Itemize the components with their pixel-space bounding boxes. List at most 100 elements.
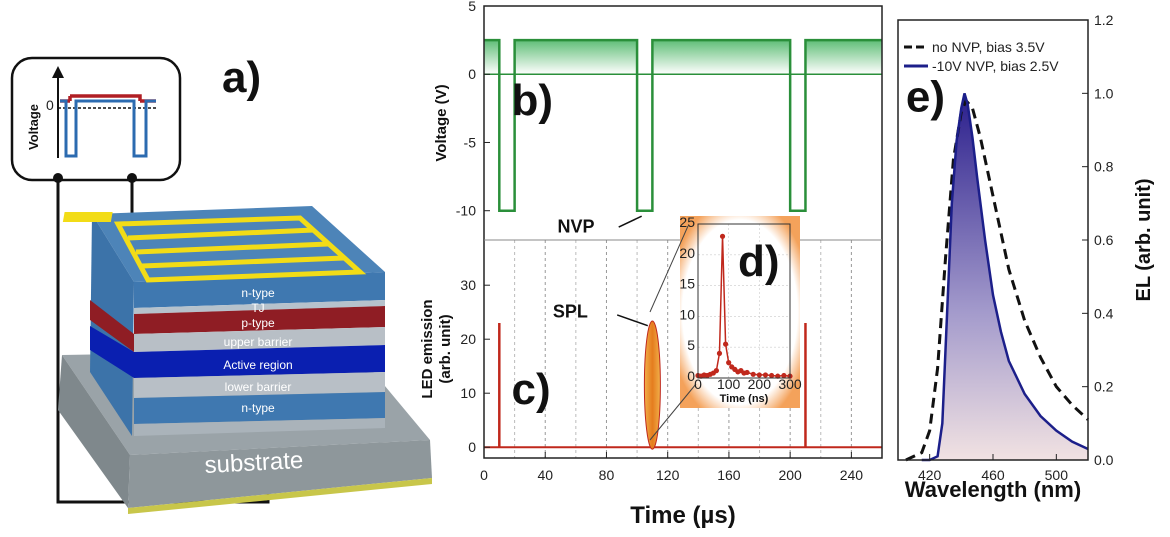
inset-pulse-point bbox=[756, 372, 762, 378]
emission-axis-unit: (arb. unit) bbox=[437, 314, 454, 383]
inset-pulse-point bbox=[775, 373, 781, 379]
voltage-fill bbox=[484, 40, 882, 75]
inset-xlabel: Time (ns) bbox=[720, 393, 769, 405]
el-tick-label: 0.4 bbox=[1094, 305, 1114, 321]
wavelength-ticks: 420 460 500 bbox=[918, 454, 1068, 483]
contact-dot-left bbox=[53, 173, 63, 183]
inset-box bbox=[10, 56, 182, 182]
side-p-type bbox=[90, 300, 134, 352]
time-tick-label: 0 bbox=[480, 467, 488, 483]
inset-ytick-label: 5 bbox=[687, 337, 695, 353]
inset-pulse-point bbox=[723, 341, 729, 347]
time-tick-label: 240 bbox=[840, 467, 864, 483]
el-tick-label: 1.2 bbox=[1094, 12, 1114, 28]
substrate-bottom-contact bbox=[128, 478, 432, 514]
emission-tick-label: 30 bbox=[460, 277, 476, 293]
wavelength-tick-label: 460 bbox=[981, 467, 1005, 483]
voltage-axis-label: Voltage (V) bbox=[433, 84, 450, 161]
el-tick-label: 0.8 bbox=[1094, 159, 1114, 175]
substrate-label: substrate bbox=[204, 447, 304, 479]
time-axis-label: Time (µs) bbox=[630, 502, 735, 529]
nvp-annotation: NVP bbox=[557, 217, 594, 237]
inset-xtick-label: 100 bbox=[717, 376, 741, 392]
layer-n-type-top bbox=[134, 272, 385, 308]
side-active bbox=[90, 326, 134, 378]
panel-label-b: b) bbox=[512, 76, 554, 125]
layer-label-lower-barrier: lower barrier bbox=[225, 380, 292, 394]
legend-label-nvp: -10V NVP, bias 2.5V bbox=[932, 58, 1059, 74]
legend-label-no-nvp: no NVP, bias 3.5V bbox=[932, 39, 1045, 55]
substrate-left bbox=[58, 355, 130, 508]
panel-label-e: e) bbox=[906, 73, 945, 122]
voltage-trace bbox=[484, 38, 882, 212]
inset-pulse-point bbox=[726, 360, 732, 366]
time-tick-label: 160 bbox=[717, 467, 741, 483]
time-tick-label: 120 bbox=[656, 467, 680, 483]
time-tick-label: 200 bbox=[778, 467, 802, 483]
wavelength-tick-label: 500 bbox=[1045, 467, 1069, 483]
layer-label-tj: TJ bbox=[251, 301, 264, 315]
voltage-ticks: 50-5-10 bbox=[456, 0, 490, 219]
inset-pulse-point bbox=[744, 369, 750, 376]
el-tick-label: 0.0 bbox=[1094, 452, 1114, 468]
series-nvp bbox=[921, 92, 1089, 462]
layer-stack: n-type TJ p-type upper barrier Active re… bbox=[62, 206, 385, 436]
layer-tj bbox=[134, 300, 385, 314]
inset-ytick-label: 20 bbox=[679, 245, 695, 261]
inset-ytick-label: 25 bbox=[679, 214, 695, 230]
inset-ytick-label: 0 bbox=[687, 368, 695, 384]
layer-p-type bbox=[134, 306, 385, 334]
time-axes-frame bbox=[483, 5, 883, 459]
emission-ticks: 0 10 20 30 bbox=[460, 277, 490, 455]
device-panel: 0 Voltage substrate bbox=[10, 53, 432, 514]
el-tick-label: 1.0 bbox=[1094, 85, 1114, 101]
voltage-tick-label: 5 bbox=[468, 0, 476, 14]
inset-pulse-point bbox=[719, 233, 726, 239]
panel-label-d: d) bbox=[738, 237, 780, 286]
emission-axis-label: LED emission bbox=[419, 299, 436, 398]
inset-pulse-point bbox=[769, 372, 775, 379]
emission-tick-label: 20 bbox=[460, 331, 476, 347]
el-axis-label: EL (arb. unit) bbox=[1133, 179, 1155, 302]
inset-ytick-label: 10 bbox=[679, 306, 695, 322]
time-tick-label: 80 bbox=[599, 467, 615, 483]
nvp-arrow bbox=[618, 215, 642, 228]
el-ticks: 0.00.20.40.60.81.01.2 bbox=[1082, 12, 1114, 468]
inset-arrowhead bbox=[52, 66, 64, 78]
layer-upper-barrier bbox=[134, 327, 385, 352]
inset-pulse-points bbox=[695, 233, 793, 379]
inset-pulse-point bbox=[750, 371, 756, 377]
inset-ytick-label: 15 bbox=[679, 276, 695, 292]
time-ticks: 0 40 80 120 160 200 240 bbox=[480, 452, 863, 483]
inset-xtick-label: 0 bbox=[694, 376, 702, 392]
wavelength-tick-label: 420 bbox=[918, 467, 942, 483]
inset-ylabel: Voltage bbox=[26, 104, 41, 150]
inset-pulse-point bbox=[781, 372, 787, 379]
zoom-line-top bbox=[649, 225, 689, 313]
series-no-nvp bbox=[905, 97, 1090, 462]
spl-annotation: SPL bbox=[553, 302, 588, 322]
inset-pulse-point bbox=[716, 350, 723, 356]
grid-contact-pad bbox=[62, 212, 113, 222]
inset-blue-trace bbox=[60, 99, 156, 158]
wavelength-axis-label: Wavelength (nm) bbox=[905, 477, 1081, 502]
layer-label-p-type: p-type bbox=[241, 316, 275, 330]
substrate-front bbox=[128, 440, 432, 508]
inset-axes-frame bbox=[697, 223, 791, 379]
spectrum-fill bbox=[921, 93, 1088, 460]
inset-xtick-label: 200 bbox=[748, 376, 772, 392]
spl-arrow bbox=[616, 314, 649, 327]
inset-zero-label: 0 bbox=[46, 97, 54, 113]
emission-tick-label: 0 bbox=[468, 439, 476, 455]
el-tick-label: 0.6 bbox=[1094, 232, 1114, 248]
time-tick-label: 40 bbox=[537, 467, 553, 483]
panel-label-c: c) bbox=[512, 365, 551, 414]
layer-label-upper-barrier: upper barrier bbox=[224, 335, 293, 349]
emission-tick-label: 10 bbox=[460, 385, 476, 401]
layer-base bbox=[134, 418, 385, 436]
